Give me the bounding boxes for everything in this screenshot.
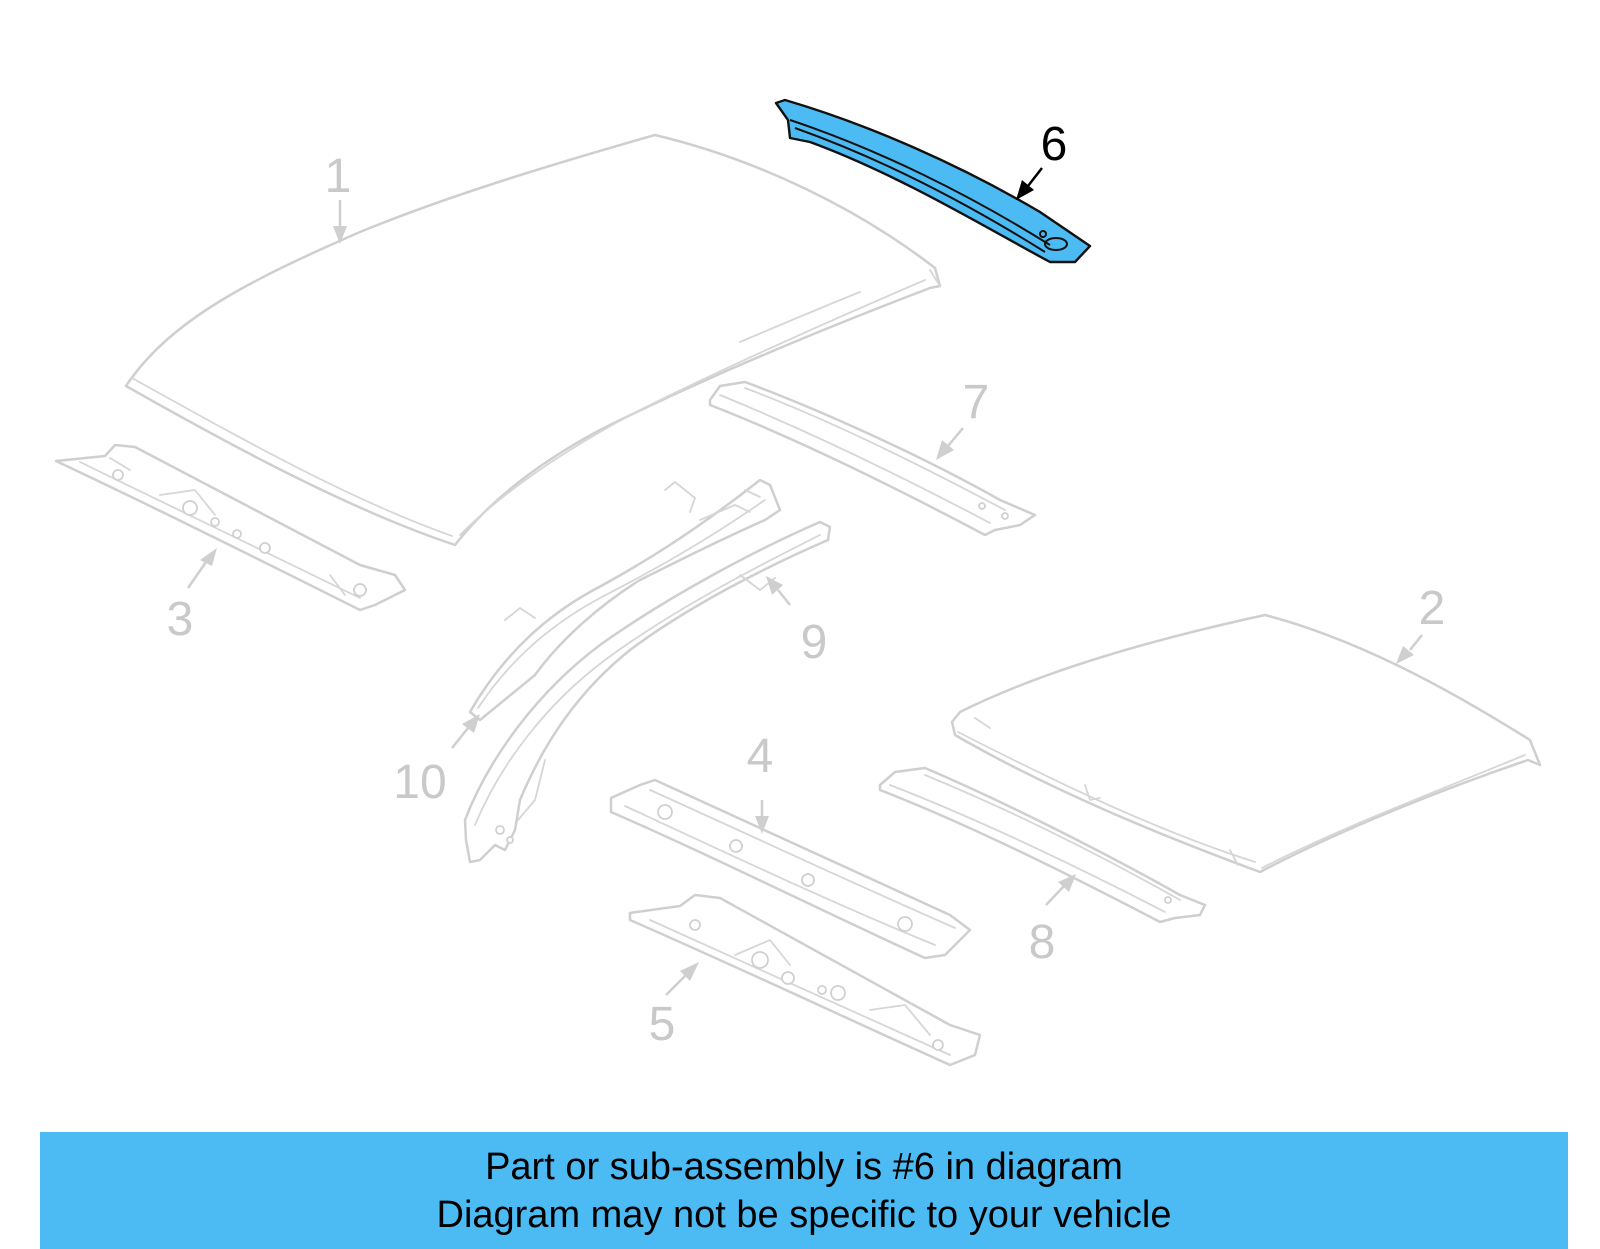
part-9-pillar <box>463 520 832 864</box>
callout-2: 2 <box>1419 582 1446 635</box>
part-8-roof-bow <box>878 766 1207 924</box>
part-6-roof-header <box>774 98 1092 264</box>
part-5-roof-rail <box>628 893 982 1067</box>
part-1-roof-panel <box>124 133 942 547</box>
callout-3: 3 <box>167 593 194 646</box>
callout-7: 7 <box>963 376 990 429</box>
part-10-pillar <box>468 478 782 722</box>
callout-9: 9 <box>801 616 828 669</box>
banner-line-disclaimer: Diagram may not be specific to your vehi… <box>436 1193 1172 1236</box>
leader-arrows <box>186 167 1423 996</box>
banner-line-part-number: Part or sub-assembly is #6 in diagram <box>485 1145 1123 1188</box>
part-2-roof-panel <box>950 613 1542 874</box>
part-7-roof-bow <box>708 380 1037 537</box>
part-4-roof-bow <box>609 778 972 960</box>
info-banner: Part or sub-assembly is #6 in diagram Di… <box>40 1132 1568 1249</box>
callout-6: 6 <box>1041 118 1068 171</box>
callout-5: 5 <box>649 998 676 1051</box>
part-3-roof-rail <box>54 443 407 612</box>
callout-10: 10 <box>393 756 446 809</box>
callout-8: 8 <box>1029 916 1056 969</box>
callout-4: 4 <box>747 730 774 783</box>
callout-1: 1 <box>325 150 352 203</box>
